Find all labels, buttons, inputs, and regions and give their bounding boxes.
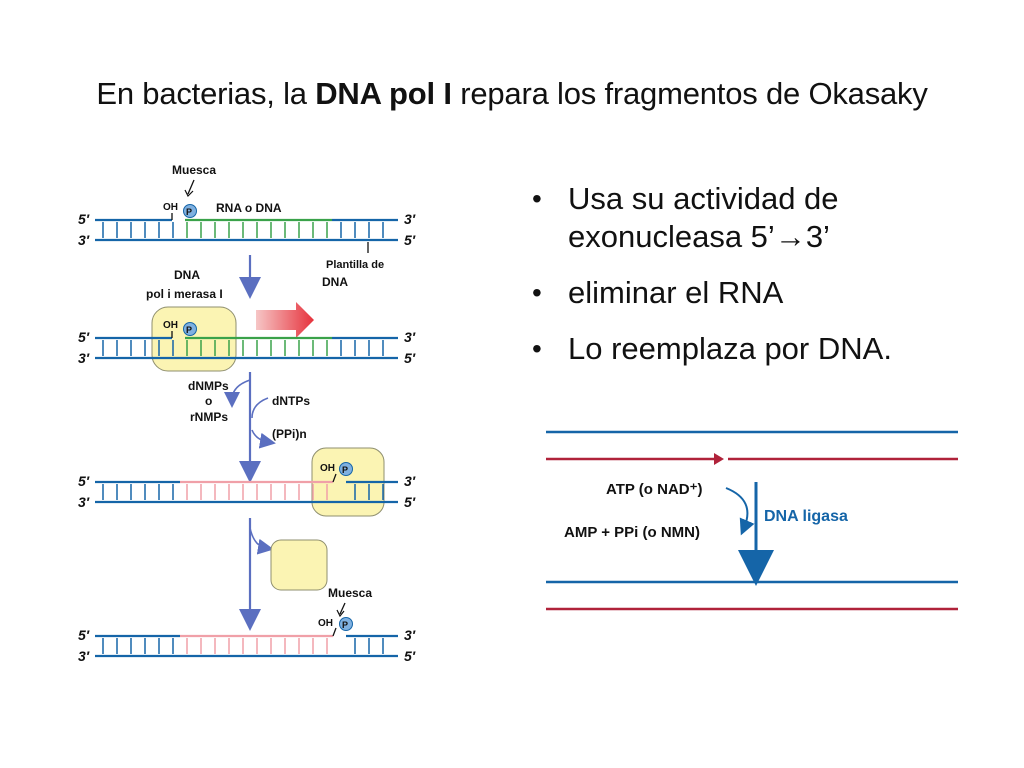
dnmps-label-3: rNMPs — [190, 410, 228, 424]
label-3prime: 3′ — [404, 627, 416, 643]
nick-arrow-icon — [714, 453, 724, 465]
phosphate-letter: P — [342, 620, 348, 630]
side-arrow-icon — [251, 429, 276, 449]
dna-ligase-diagram: ATP (o NAD⁺) AMP + PPi (o NMN) DNA ligas… — [546, 430, 958, 611]
label-3prime: 3′ — [404, 211, 416, 227]
muesca-label: Muesca — [328, 586, 372, 600]
direction-arrow-icon — [256, 302, 314, 338]
label-3prime: 3′ — [78, 350, 90, 366]
rna-o-dna-label: RNA o DNA — [216, 201, 282, 215]
phosphate-letter: P — [186, 325, 192, 335]
dna-pol-i-diagram: 5′ 3′ 3′ 5′ Muesca OH P RNA o DNA Planti… — [78, 163, 416, 664]
bullet-text: Usa su actividad de exonucleasa 5’→3’ — [568, 181, 839, 254]
slide-title: En bacterias, la DNA pol I repara los fr… — [0, 76, 1024, 112]
side-arrow-icon — [249, 527, 274, 555]
released-polymerase-blob — [270, 539, 328, 591]
oh-label: OH — [163, 320, 178, 331]
dnmps-label-2: o — [205, 394, 212, 408]
bullet-text: eliminar el RNA — [568, 275, 784, 310]
plantilla-label-2: DNA — [322, 275, 348, 289]
phosphate-icon — [339, 617, 353, 631]
dna-row-1: 5′ 3′ 3′ 5′ Muesca OH P RNA o DNA Planti… — [78, 163, 416, 289]
bullet-dot: • — [532, 277, 542, 308]
amp-label: AMP + PPi (o NMN) — [564, 524, 700, 541]
oh-label: OH — [163, 202, 178, 213]
label-5prime: 5′ — [78, 211, 90, 227]
label-3prime: 3′ — [404, 473, 416, 489]
muesca-label: Muesca — [172, 163, 216, 177]
bullet-item: • eliminar el RNA — [532, 274, 1002, 312]
bullet-list: • Usa su actividad de exonucleasa 5’→3’ •… — [532, 180, 1002, 386]
label-5prime: 5′ — [78, 329, 90, 345]
oh-label: OH — [318, 618, 333, 629]
label-5prime: 5′ — [404, 350, 416, 366]
label-5prime: 5′ — [78, 627, 90, 643]
side-arrow-icon — [224, 379, 251, 408]
atp-label: ATP (o NAD⁺) — [606, 481, 703, 498]
dna-row-3: 5′ 3′ 3′ 5′ OH P — [78, 447, 416, 517]
label-5prime: 5′ — [404, 648, 416, 664]
bullet-dot: • — [532, 183, 542, 214]
dnmps-label: dNMPs — [188, 379, 229, 393]
dna-ligase-label: DNA ligasa — [764, 508, 848, 525]
title-suffix: repara los fragmentos de Okasaky — [451, 76, 928, 111]
curved-arrow-icon — [725, 487, 755, 536]
bullet-text: Lo reemplaza por DNA. — [568, 331, 892, 366]
side-arrow-icon — [251, 397, 269, 419]
bullet-item: • Lo reemplaza por DNA. — [532, 330, 1002, 368]
label-3prime: 3′ — [78, 232, 90, 248]
phosphate-letter: P — [342, 465, 348, 475]
plantilla-label: Plantilla de — [326, 259, 384, 271]
label-3prime: 3′ — [78, 494, 90, 510]
title-prefix: En bacterias, la — [96, 76, 316, 111]
phosphate-icon — [183, 322, 197, 336]
bullet-dot: • — [532, 333, 542, 364]
phosphate-icon — [183, 204, 197, 218]
label-3prime: 3′ — [404, 329, 416, 345]
bullet-item: • Usa su actividad de exonucleasa 5’→3’ — [532, 180, 1002, 256]
ppi-label: (PPi)n — [272, 427, 307, 441]
dntps-label: dNTPs — [272, 394, 310, 408]
label-5prime: 5′ — [404, 232, 416, 248]
dna-row-4: 5′ 3′ 3′ 5′ Muesca OH P — [78, 586, 416, 664]
enzyme-label-2: pol i merasa I — [146, 287, 223, 301]
title-bold: DNA pol I — [315, 76, 452, 111]
oh-label: OH — [320, 463, 335, 474]
dna-row-2: 5′ 3′ 3′ 5′ OH P — [78, 302, 416, 372]
phosphate-letter: P — [186, 207, 192, 217]
label-3prime: 3′ — [78, 648, 90, 664]
label-5prime: 5′ — [404, 494, 416, 510]
label-5prime: 5′ — [78, 473, 90, 489]
enzyme-label: DNA — [174, 268, 200, 282]
phosphate-icon — [339, 462, 353, 476]
